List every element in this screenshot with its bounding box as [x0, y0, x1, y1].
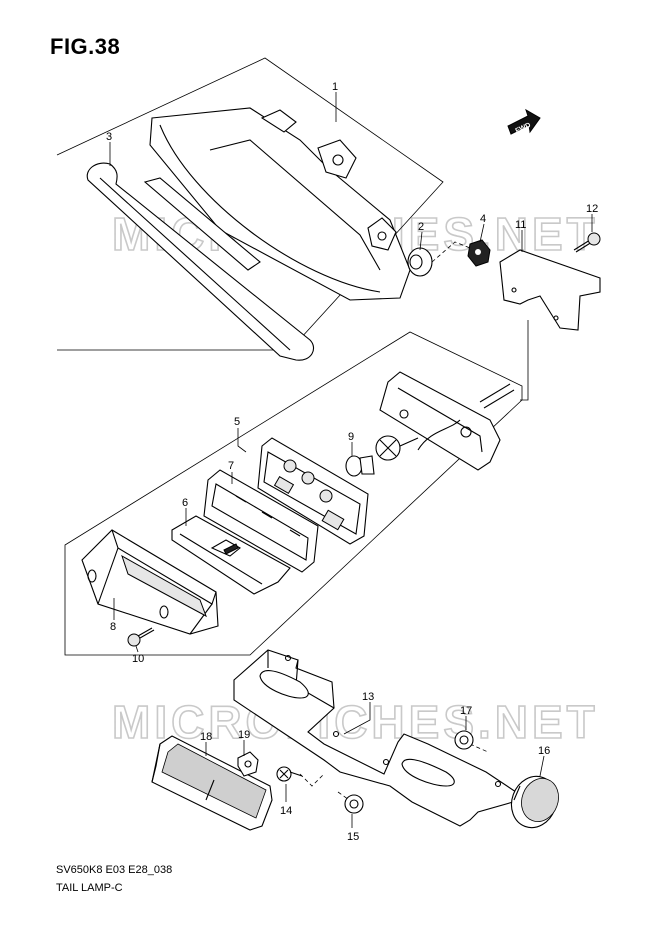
- callout-12: 12: [586, 203, 598, 215]
- part-lamp-board: [257, 437, 369, 545]
- callout-15: 15: [347, 831, 359, 843]
- part-nut-19: [237, 751, 259, 777]
- callout-19: 19: [238, 729, 250, 741]
- callout-10: 10: [132, 653, 144, 665]
- part-seal-strip: [86, 162, 314, 361]
- callout-7: 7: [228, 460, 234, 472]
- callout-9: 9: [348, 431, 354, 443]
- diagram-code: SV650K8 E03 E28_038: [56, 864, 173, 876]
- part-grommet-17: [454, 730, 474, 750]
- part-lens: [81, 529, 219, 635]
- figure-title: FIG.38: [50, 34, 121, 59]
- callout-17: 17: [460, 705, 472, 717]
- part-grommet: [407, 247, 433, 277]
- forward-arrow-icon: FWD: [507, 108, 541, 135]
- leader-lines: [109, 92, 593, 828]
- callout-8: 8: [110, 621, 116, 633]
- callout-14: 14: [280, 805, 292, 817]
- part-bracket-11: [499, 249, 601, 331]
- callout-16: 16: [538, 745, 550, 757]
- callout-13: 13: [362, 691, 374, 703]
- part-nut-4: [467, 239, 491, 267]
- part-reflector: [151, 735, 273, 831]
- callout-1: 1: [332, 81, 338, 93]
- callout-numbers: 1 3 2 4 11 12 5 9 7 6 8 10 13 17 18 19 1…: [106, 81, 598, 843]
- callout-11: 11: [515, 219, 526, 231]
- part-socket-holder: [379, 371, 515, 471]
- diagram-caption: TAIL LAMP-C: [56, 882, 123, 894]
- part-grommet-15: [344, 794, 364, 814]
- callout-3: 3: [106, 131, 112, 143]
- callout-2: 2: [418, 221, 424, 233]
- upper-group-outline: [56, 57, 444, 351]
- part-socket: [375, 435, 419, 461]
- watermark-bottom: MICROFICHES.NET: [112, 696, 599, 748]
- part-round-reflector: [510, 775, 559, 829]
- part-gasket: [203, 469, 319, 573]
- part-license-bracket: [233, 649, 521, 827]
- callout-18: 18: [200, 731, 212, 743]
- part-reflector-plate: [171, 515, 291, 595]
- lower-group-outline: [64, 331, 523, 656]
- callout-4: 4: [480, 213, 486, 225]
- callout-6: 6: [182, 497, 188, 509]
- part-screw-10: [127, 627, 155, 647]
- part-bolt-14: [276, 766, 303, 782]
- callout-5: 5: [234, 416, 240, 428]
- part-bulb: [345, 455, 375, 477]
- part-screw-12: [573, 232, 601, 253]
- part-tail-lamp-housing: [143, 107, 411, 301]
